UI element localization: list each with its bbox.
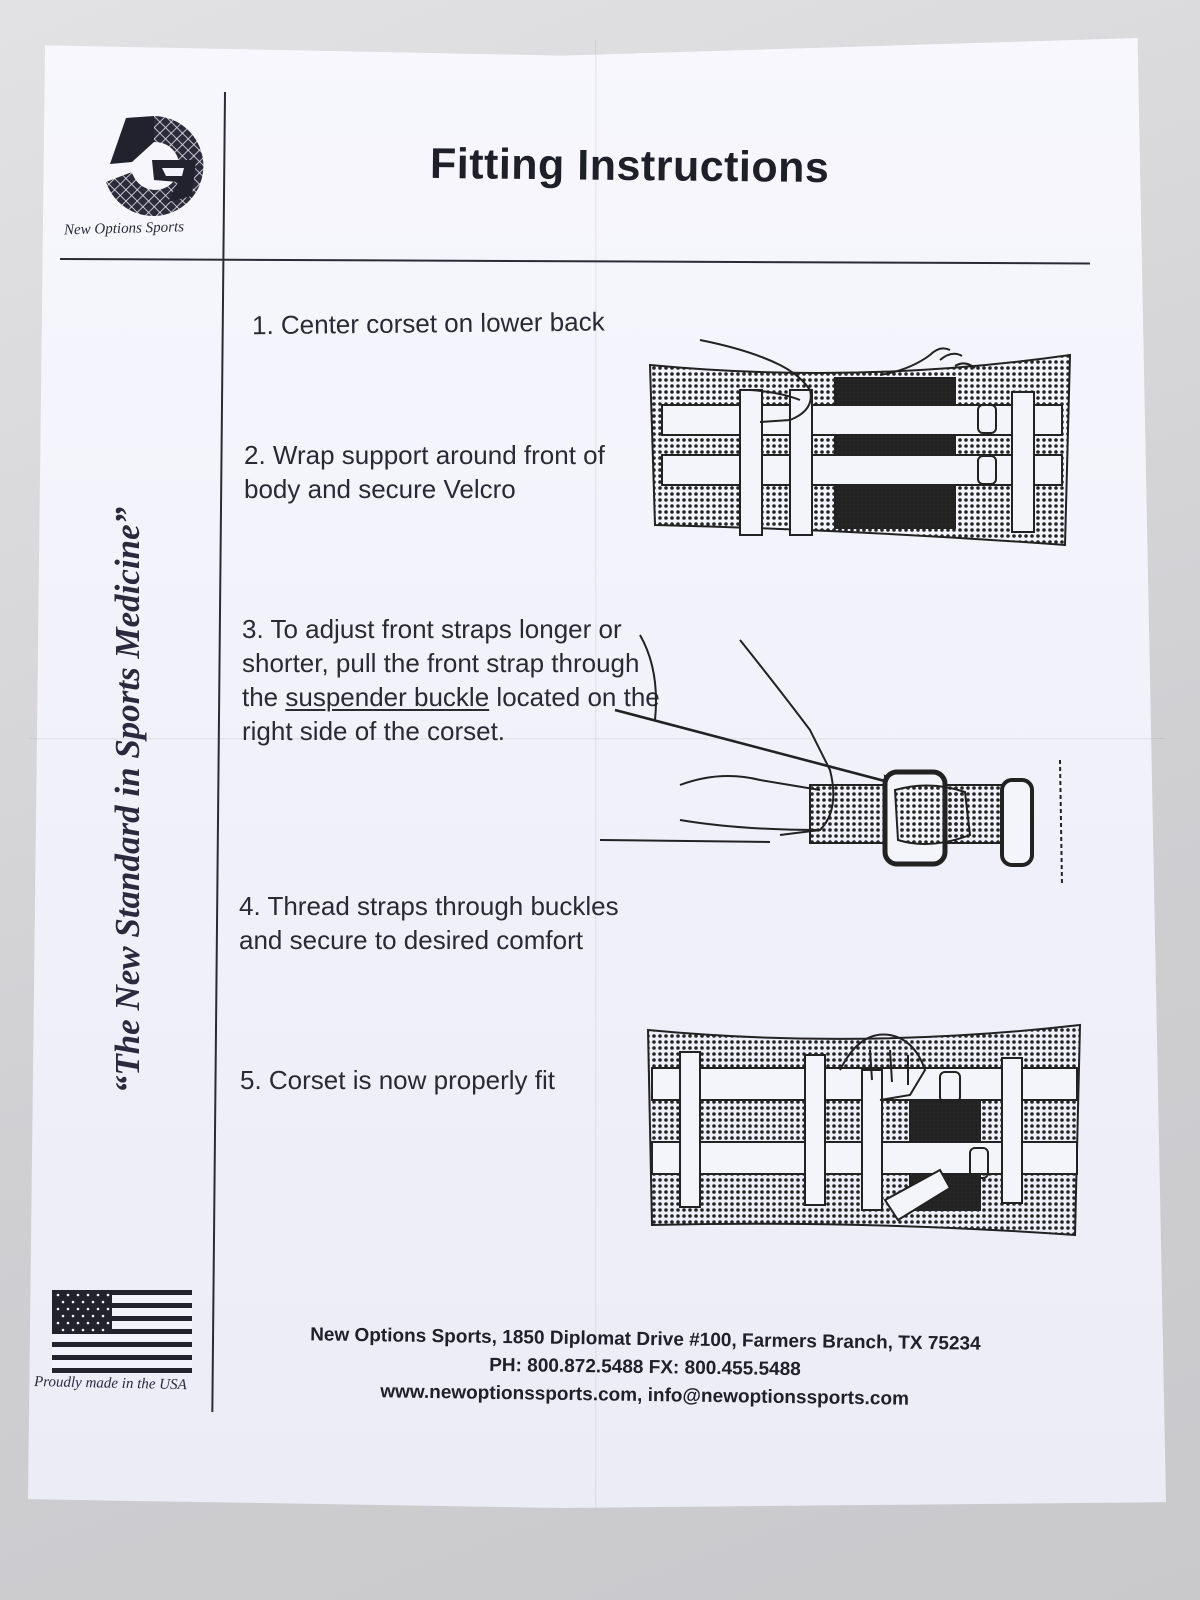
step-3-text-a: 3. To adjust front straps longer or shor… — [242, 614, 640, 712]
step-3: 3. To adjust front straps longer or shor… — [242, 612, 662, 748]
paper-fold-vertical — [595, 40, 597, 1508]
step-3-text-b: located on the right side of the corset. — [242, 682, 660, 746]
brand-logo-icon — [106, 116, 204, 216]
suspender-buckle-label: suspender buckle — [285, 682, 490, 712]
step-5: 5. Corset is now properly fit — [240, 1065, 556, 1095]
buckle-adjust-illustration — [600, 634, 1063, 886]
footer-contact: New Options Sports, 1850 Diplomat Drive … — [239, 1320, 1050, 1415]
step-4: 4. Thread straps through buckles and sec… — [239, 891, 619, 955]
step-1: 1. Center corset on lower back — [251, 306, 605, 341]
step-2: 2. Wrap support around front of body and… — [244, 440, 605, 504]
corset-back-illustration — [648, 339, 1072, 547]
us-flag-icon — [52, 1290, 192, 1374]
tagline: “The New Standard in Sports Medicine” — [108, 506, 147, 1094]
paper-fold-horizontal — [30, 738, 1165, 740]
page-title: Fitting Instructions — [429, 139, 830, 193]
corset-fitted-illustration — [646, 1023, 1082, 1237]
